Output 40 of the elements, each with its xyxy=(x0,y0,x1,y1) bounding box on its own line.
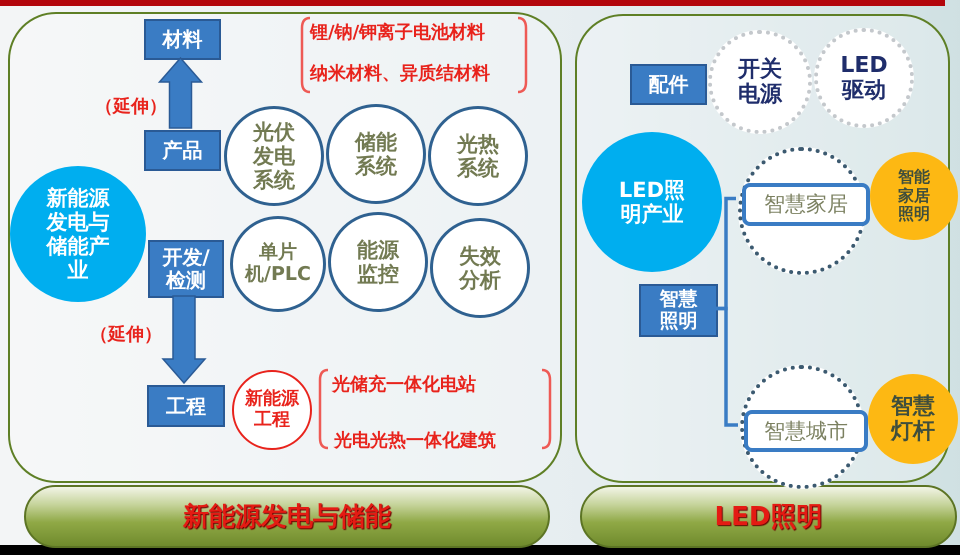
topic-label: 能源监控 xyxy=(356,238,400,286)
project-label: 新能源工程 xyxy=(244,389,300,431)
industry-label: LED照明产业 xyxy=(618,178,686,226)
topic-label: 失效分析 xyxy=(458,244,502,292)
block-arrow xyxy=(161,295,207,384)
category-box xyxy=(148,240,224,298)
title-banner: 新能源发电与储能 xyxy=(24,485,550,548)
highlight-label: 智慧灯杆 xyxy=(890,394,936,444)
topic-label: 光热系统 xyxy=(456,132,500,180)
application-box xyxy=(744,410,868,452)
category-label: 开发/检测 xyxy=(161,246,211,292)
application-label: 智慧城市 xyxy=(764,418,848,444)
edge-label: （延伸） xyxy=(95,95,167,118)
category-label: 工程 xyxy=(166,394,206,418)
connector-line xyxy=(716,306,738,427)
edge-label: （延伸） xyxy=(90,323,162,346)
title-banner: LED照明 xyxy=(580,485,957,548)
category-box xyxy=(639,284,718,337)
component-label: 开关电源 xyxy=(736,56,784,108)
highlight-label: 智能家居照明 xyxy=(896,168,931,224)
topic-label: 单片机/PLC xyxy=(244,242,312,286)
category-label: 智慧照明 xyxy=(658,288,698,332)
application-box xyxy=(742,183,870,226)
category-label: 产品 xyxy=(162,139,202,162)
category-box xyxy=(630,64,707,105)
block-arrow xyxy=(158,56,204,129)
industry-label: 新能源发电与储能产业 xyxy=(45,186,111,282)
note-text: 光储充一体化电站 xyxy=(332,373,476,396)
note-text: 锂/钠/钾离子电池材料 xyxy=(310,21,486,44)
topic-label: 储能系统 xyxy=(354,130,398,178)
note-text: 光电光热一体化建筑 xyxy=(334,429,496,452)
category-label: 配件 xyxy=(648,73,688,96)
component-label: LED驱动 xyxy=(839,52,889,104)
category-box xyxy=(144,130,221,171)
category-box xyxy=(147,385,225,427)
topic-label: 光伏发电系统 xyxy=(252,120,296,192)
note-text: 纳米材料、异质结材料 xyxy=(310,62,490,85)
category-box xyxy=(144,19,221,60)
application-label: 智慧家居 xyxy=(764,192,848,217)
category-label: 材料 xyxy=(162,28,202,51)
